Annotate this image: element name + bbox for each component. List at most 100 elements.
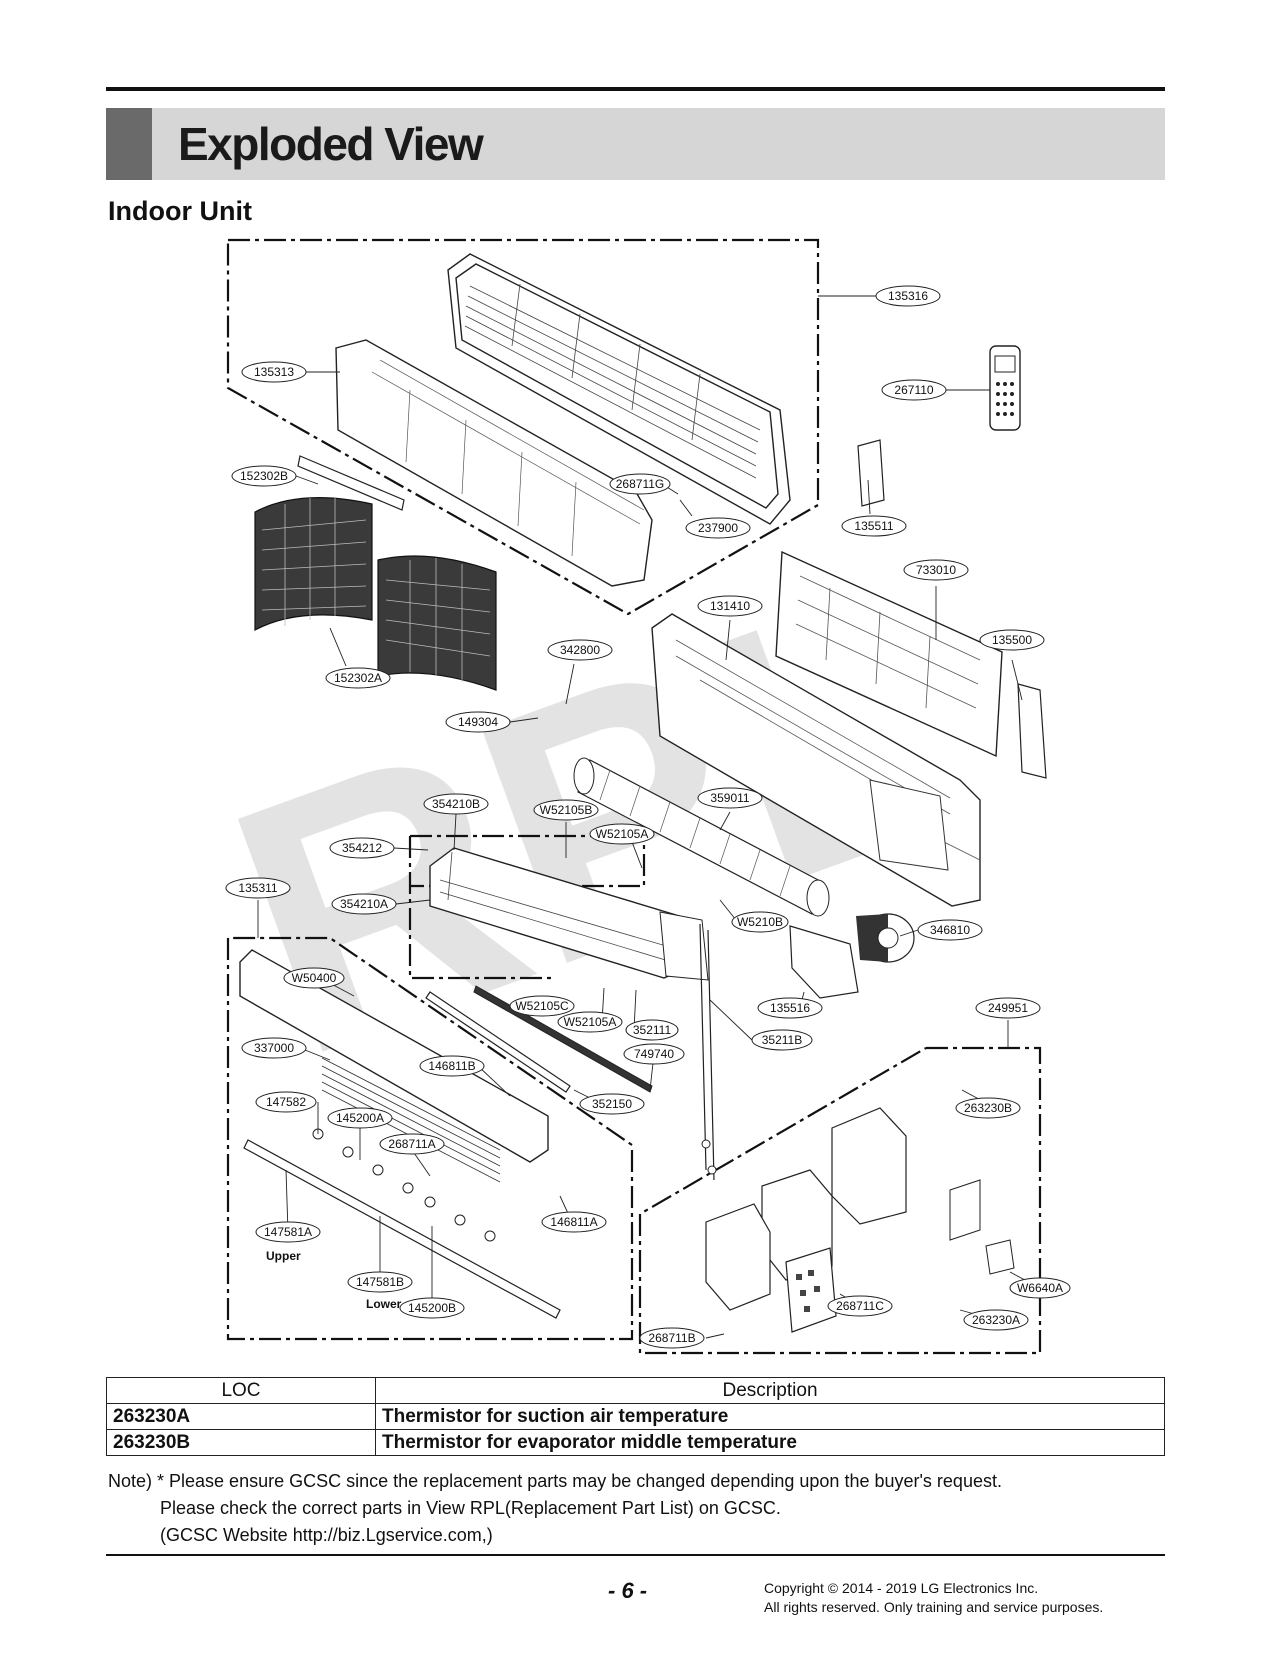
parts-table: LOC Description 263230A Thermistor for s… <box>106 1377 1165 1456</box>
callout-354210A: 354210A <box>331 893 397 915</box>
callout-263230A: 263230A <box>963 1309 1029 1331</box>
discharge-assembly <box>239 949 561 1319</box>
callout-342800: 342800 <box>547 639 613 661</box>
callout-152302B: 152302B <box>231 465 297 487</box>
callout-135516: 135516 <box>757 997 823 1019</box>
svg-text:342800: 342800 <box>560 643 600 657</box>
table-row: 263230B Thermistor for evaporator middle… <box>106 1429 1165 1456</box>
svg-text:268711B: 268711B <box>648 1331 695 1345</box>
callout-135500: 135500 <box>979 629 1045 651</box>
svg-text:146811A: 146811A <box>550 1215 597 1229</box>
callout-268711C: 268711C <box>827 1295 893 1317</box>
callout-359011: 359011 <box>697 787 763 809</box>
table-cell-loc: 263230B <box>106 1429 376 1456</box>
title-accent-block <box>106 108 152 180</box>
remote-holder-drawing <box>857 439 885 507</box>
svg-text:W50400: W50400 <box>292 971 337 985</box>
svg-text:135516: 135516 <box>770 1001 810 1015</box>
svg-text:149304: 149304 <box>458 715 498 729</box>
svg-text:W52105A: W52105A <box>596 827 649 841</box>
note-line-1: Note) * Please ensure GCSC since the rep… <box>108 1471 1002 1491</box>
callout-354212: 354212 <box>329 837 395 859</box>
group-outlines <box>226 238 1042 1355</box>
note-line-3: (GCSC Website http://biz.Lgservice.com,) <box>160 1525 493 1545</box>
svg-text:359011: 359011 <box>710 791 749 805</box>
callout-W5210B: W5210B <box>731 911 789 933</box>
callout-135313: 135313 <box>241 361 307 383</box>
svg-text:W52105A: W52105A <box>564 1015 617 1029</box>
callout-146811B: 146811B <box>419 1055 485 1077</box>
callout-337000: 337000 <box>241 1037 307 1059</box>
callout-237900: 237900 <box>685 517 751 539</box>
callout-268711G: 268711G <box>609 473 671 495</box>
crossflow-fan <box>573 757 830 917</box>
bottom-rule <box>106 1554 1165 1556</box>
copyright-line-1: Copyright © 2014 - 2019 LG Electronics I… <box>764 1580 1039 1596</box>
svg-text:749740: 749740 <box>634 1047 674 1061</box>
lower-label: Lower <box>366 1297 402 1311</box>
fan-motor <box>856 913 915 963</box>
callout-146811A: 146811A <box>541 1211 607 1233</box>
page-number: - 6 - <box>608 1578 648 1603</box>
callout-145200B: 145200B <box>399 1297 465 1319</box>
svg-text:354210A: 354210A <box>340 897 388 911</box>
drain-hose <box>425 991 571 1093</box>
callout-268711A: 268711A <box>379 1133 445 1155</box>
callout-35211B: 35211B <box>751 1029 813 1051</box>
callout-147582: 147582 <box>255 1091 317 1113</box>
svg-text:354212: 354212 <box>342 841 382 855</box>
top-rule <box>106 87 1165 91</box>
callout-147581A: 147581A <box>255 1221 321 1243</box>
svg-text:146811B: 146811B <box>428 1059 475 1073</box>
front-panel <box>335 339 653 587</box>
svg-text:268711C: 268711C <box>836 1299 884 1313</box>
svg-text:135311: 135311 <box>238 881 277 895</box>
installation-plate <box>775 550 1003 758</box>
svg-text:733010: 733010 <box>916 563 956 577</box>
callout-152302A: 152302A <box>325 667 391 689</box>
table-header-row: LOC Description <box>106 1377 1165 1404</box>
svg-text:268711G: 268711G <box>616 477 665 491</box>
copyright-notice: Copyright © 2014 - 2019 LG Electronics I… <box>764 1579 1103 1617</box>
svg-text:W52105B: W52105B <box>540 803 593 817</box>
svg-text:354210B: 354210B <box>432 797 480 811</box>
svg-text:346810: 346810 <box>930 923 970 937</box>
title-bar: Exploded View <box>106 108 1165 180</box>
table-cell-description: Thermistor for suction air temperature <box>375 1403 1165 1430</box>
table-row: 263230A Thermistor for suction air tempe… <box>106 1403 1165 1430</box>
svg-text:152302A: 152302A <box>334 671 382 685</box>
svg-text:135316: 135316 <box>888 289 928 303</box>
copyright-line-2: All rights reserved. Only training and s… <box>764 1599 1104 1615</box>
svg-text:W6640A: W6640A <box>1017 1281 1063 1295</box>
callout-labels: 135316 135313 267110 152302B 268711G 237… <box>225 285 1071 1349</box>
motor-bracket <box>789 925 859 999</box>
control-box <box>705 1107 1015 1333</box>
svg-text:263230A: 263230A <box>972 1313 1020 1327</box>
section-subtitle: Indoor Unit <box>108 196 252 226</box>
air-filter-left <box>254 497 373 631</box>
svg-text:145200A: 145200A <box>336 1111 384 1125</box>
table-cell-description: Thermistor for evaporator middle tempera… <box>375 1429 1165 1456</box>
evaporator <box>429 847 717 1181</box>
svg-text:268711A: 268711A <box>388 1137 435 1151</box>
callout-263230B: 263230B <box>955 1097 1021 1119</box>
page-title: Exploded View <box>178 118 484 170</box>
callout-W50400: W50400 <box>283 967 345 989</box>
filter-strip <box>297 455 405 511</box>
svg-text:352150: 352150 <box>592 1097 632 1111</box>
callout-145200A: 145200A <box>327 1107 393 1129</box>
table-cell-loc: 263230A <box>106 1403 376 1430</box>
callout-352150: 352150 <box>579 1093 645 1115</box>
callout-135511: 135511 <box>841 515 907 537</box>
callout-W6640A: W6640A <box>1009 1277 1071 1299</box>
svg-text:145200B: 145200B <box>408 1301 456 1315</box>
chassis-body <box>651 613 981 907</box>
svg-text:263230B: 263230B <box>964 1101 1012 1115</box>
callout-346810: 346810 <box>917 919 983 941</box>
column-header-loc: LOC <box>106 1377 376 1404</box>
svg-text:147581B: 147581B <box>356 1275 404 1289</box>
svg-text:147581A: 147581A <box>264 1225 312 1239</box>
callout-W52105C: W52105C <box>509 995 575 1017</box>
pipe-cover <box>1017 683 1047 779</box>
